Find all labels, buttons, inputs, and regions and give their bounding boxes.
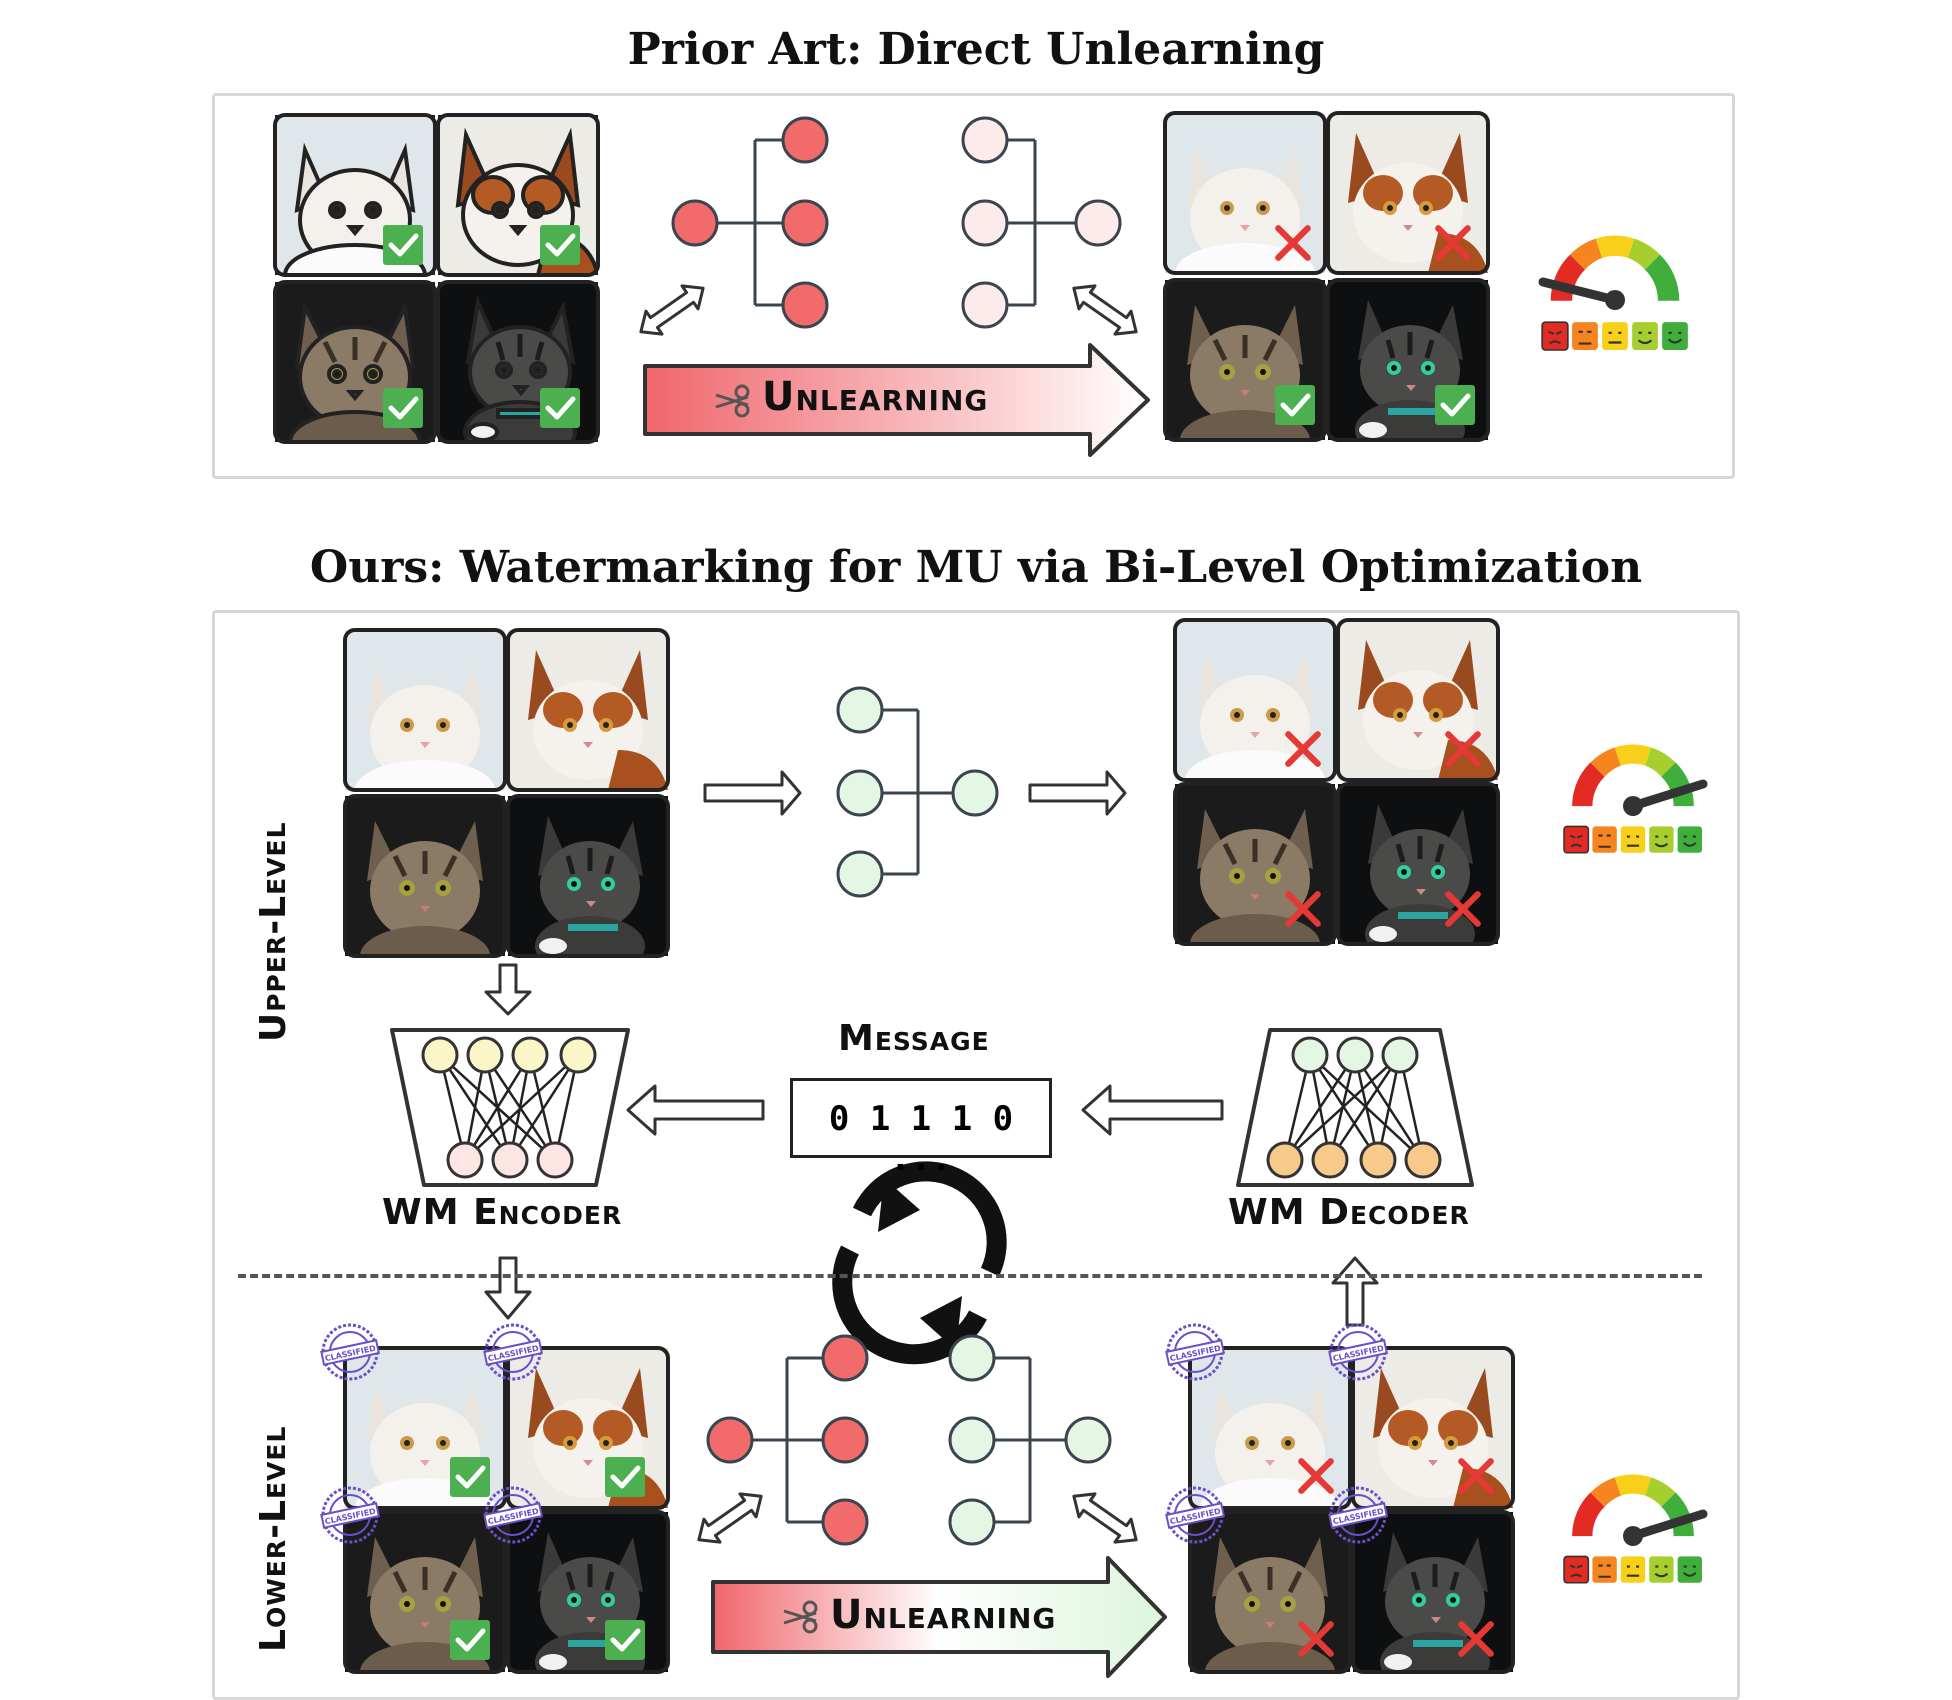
unlearning-label: Unlearning xyxy=(830,1592,1057,1638)
network-node xyxy=(706,1416,754,1464)
message-box: 0 1 1 1 0 ... xyxy=(790,1078,1052,1179)
network-node xyxy=(421,1036,459,1074)
network-node xyxy=(671,199,719,247)
network-node xyxy=(446,1141,484,1179)
network-node xyxy=(1404,1141,1442,1179)
network-node xyxy=(836,686,884,734)
upper-result-images xyxy=(1173,618,1500,946)
network-node xyxy=(836,850,884,898)
check-icon xyxy=(605,1457,645,1497)
network-node xyxy=(948,1498,996,1546)
network-node xyxy=(836,769,884,817)
double-arrow-icon xyxy=(1072,1492,1138,1544)
down-arrow-icon xyxy=(484,1256,532,1320)
prior-result-images xyxy=(1163,111,1490,442)
network-node xyxy=(961,281,1009,329)
network-node xyxy=(821,1416,869,1464)
network-node xyxy=(1381,1036,1419,1074)
check-icon xyxy=(383,225,423,265)
network-node xyxy=(948,1334,996,1382)
check-icon xyxy=(540,388,580,428)
network-node xyxy=(1311,1141,1349,1179)
ours-title: Ours: Watermarking for MU via Bi-Level O… xyxy=(309,542,1643,593)
network-node xyxy=(781,199,829,247)
network-node xyxy=(536,1141,574,1179)
check-icon xyxy=(450,1620,490,1660)
unlearning-arrow xyxy=(711,1556,1167,1678)
network-node xyxy=(951,769,999,817)
network-node xyxy=(466,1036,504,1074)
check-icon xyxy=(450,1457,490,1497)
scissors-icon xyxy=(715,384,750,418)
wm-encoder-label: WM Encoder xyxy=(382,1192,623,1233)
network-node xyxy=(1266,1141,1304,1179)
network-node xyxy=(1359,1141,1397,1179)
left-arrow-icon xyxy=(626,1084,765,1136)
lower-unlearned-network xyxy=(972,1356,1088,1524)
upper-network xyxy=(860,708,975,876)
left-arrow-icon xyxy=(1081,1084,1224,1136)
network-node xyxy=(1291,1036,1329,1074)
level-separator xyxy=(238,1274,1702,1278)
refresh-icon xyxy=(832,1161,1007,1365)
wm-decoder-label: WM Decoder xyxy=(1228,1192,1470,1233)
check-icon xyxy=(383,388,423,428)
check-icon xyxy=(605,1620,645,1660)
network-node xyxy=(511,1036,549,1074)
check-icon xyxy=(1435,385,1475,425)
network-node xyxy=(821,1498,869,1546)
upper-original-images xyxy=(343,628,670,958)
double-arrow-icon xyxy=(639,284,705,336)
message-value: 0 1 1 1 0 ... xyxy=(828,1099,1014,1179)
prior-art-title: Prior Art: Direct Unlearning xyxy=(627,24,1325,75)
check-icon xyxy=(540,225,580,265)
up-arrow-icon xyxy=(1331,1256,1379,1327)
upper-level-label: Upper-Level xyxy=(253,821,294,1042)
double-arrow-icon xyxy=(697,1492,763,1544)
lower-result-images xyxy=(1165,1323,1515,1674)
right-arrow-icon xyxy=(703,770,802,816)
scissors-icon xyxy=(783,1600,818,1634)
network-node xyxy=(559,1036,597,1074)
unlearning-label: Unlearning xyxy=(762,374,989,420)
wm-decoder xyxy=(1236,1028,1474,1187)
network-node xyxy=(781,116,829,164)
down-arrow-icon xyxy=(484,963,532,1016)
unlearning-arrow xyxy=(643,343,1150,457)
lower-original-network xyxy=(730,1356,845,1524)
gauge-needle xyxy=(1538,277,1620,305)
network-node xyxy=(1074,199,1122,247)
network-node xyxy=(948,1416,996,1464)
network-node xyxy=(821,1334,869,1382)
lower-level-label: Lower-Level xyxy=(253,1425,294,1652)
network-node xyxy=(961,199,1009,247)
double-arrow-icon xyxy=(1072,284,1138,336)
right-arrow-icon xyxy=(1028,770,1127,816)
network-node xyxy=(1336,1036,1374,1074)
lower-watermarked-images xyxy=(320,1323,670,1674)
network-node xyxy=(961,116,1009,164)
check-icon xyxy=(1275,385,1315,425)
prior-unlearned-network xyxy=(985,138,1098,307)
wm-encoder xyxy=(390,1028,630,1187)
message-label: Message xyxy=(838,1018,990,1059)
network-node xyxy=(1064,1416,1112,1464)
network-node xyxy=(491,1141,529,1179)
prior-original-network xyxy=(695,138,805,307)
prior-original-images xyxy=(273,113,600,444)
network-node xyxy=(781,281,829,329)
